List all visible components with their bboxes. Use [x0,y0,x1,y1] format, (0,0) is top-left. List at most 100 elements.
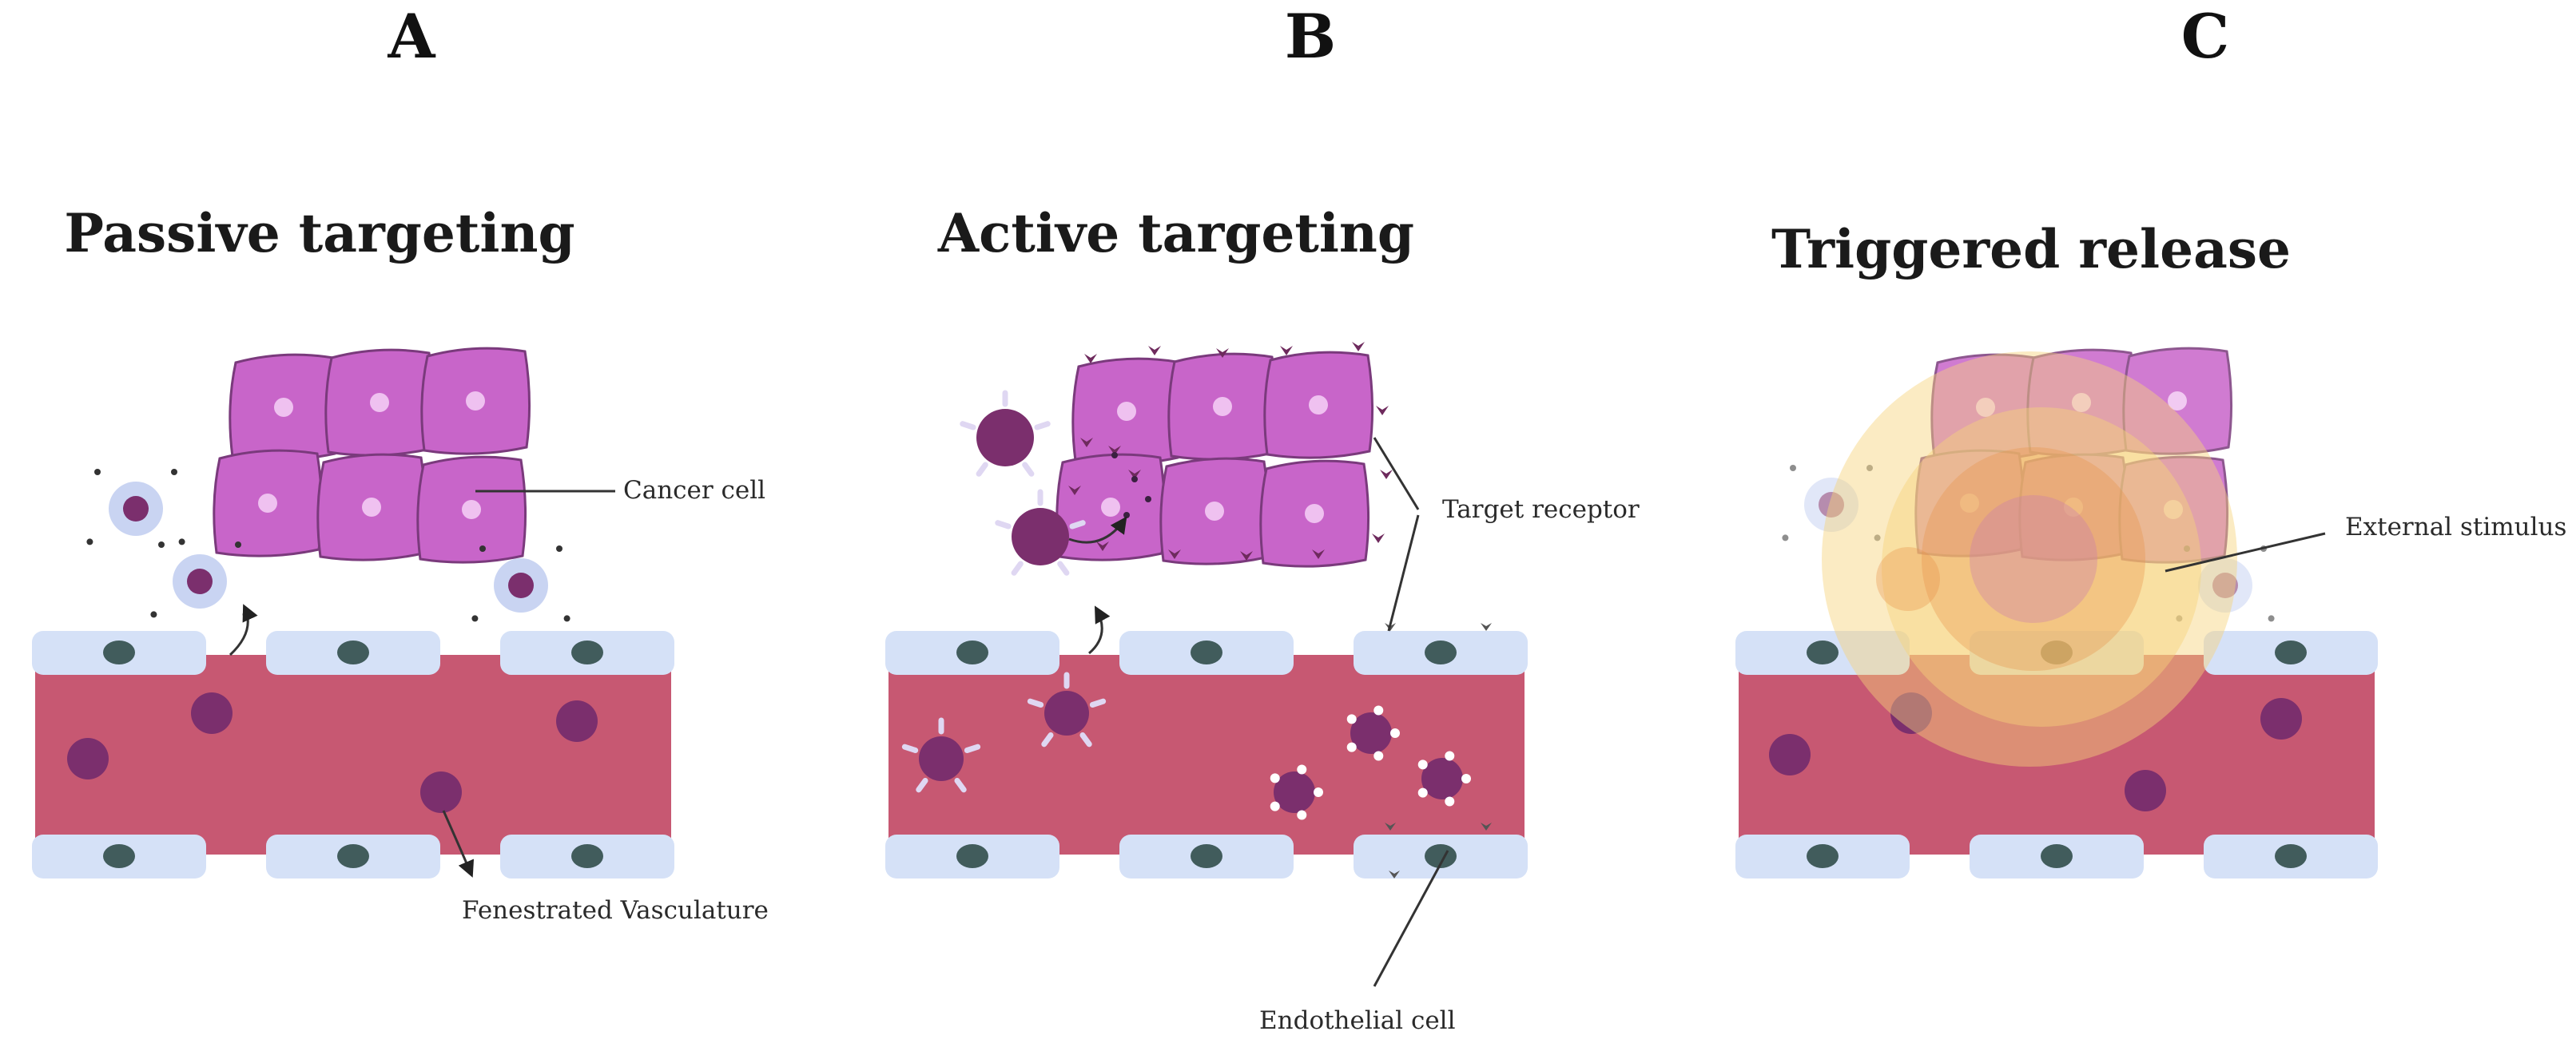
ligand-icon [954,778,967,793]
target-receptor-icon [1168,549,1181,559]
target-receptor-icon [1216,348,1229,358]
endothelial-cell [2204,631,2378,675]
endothelial-nucleus [956,844,988,868]
endothelial-cell [885,631,1059,675]
tumor-cluster-b [1055,342,1393,568]
panel-title-passive: Passive targeting [64,202,574,264]
nanoparticle-core [67,738,109,779]
nanoparticle [1346,705,1400,761]
ligand-bead-icon [1297,810,1307,820]
label-cancer-cell: Cancer cell [623,476,765,505]
ligand-icon [916,778,928,793]
target-receptor-icon [1380,470,1393,479]
nanoparticle [67,738,109,779]
nanoparticle [995,489,1086,576]
nanoparticle-core [1890,692,1932,734]
label-external-stimulus: External stimulus [2345,513,2566,541]
target-receptor-icon [1240,551,1253,561]
extravasation-arrow-a [229,604,258,656]
target-receptor-icon [1128,470,1141,479]
tumors-layer [213,342,2233,568]
nanoparticle [150,541,249,618]
nanoparticle [86,469,185,545]
endothelial-nucleus [337,641,369,664]
nanoparticle-core [1274,771,1315,813]
nanoparticle [1027,672,1107,748]
drug-dot [178,538,185,545]
ligand-bead-icon [1390,728,1400,738]
ligand-bead-icon [1346,742,1357,752]
endothelial-nucleus [1425,844,1457,868]
drug-dot [150,611,157,618]
cancer-cell-nucleus [1309,395,1328,414]
cancer-cell-nucleus [2064,498,2083,517]
panel-letter-b: B [1285,1,1336,72]
ligand-bead-icon [1346,714,1357,724]
drug-dot [2176,615,2183,622]
target-receptor-icon [1376,406,1389,415]
vessel-lumen [888,655,1525,855]
cancer-cell-nucleus [274,398,293,417]
drug-dot [1111,452,1118,458]
endothelial-nucleus [337,844,369,868]
panel-letter-a: A [388,1,436,72]
nanoparticle-core [1819,492,1844,518]
nanoparticle [1769,734,1811,775]
cancer-cell-nucleus [462,500,481,519]
nanoparticle [471,545,570,622]
nanoparticles-layer [67,390,2302,820]
panel-title-triggered: Triggered release [1771,218,2291,280]
drug-dot [1790,465,1796,471]
extravasation-arrow-b [1088,605,1111,655]
endothelial-cell [32,631,206,675]
drug-dot [1123,512,1130,518]
endothelial-nucleus [1425,641,1457,664]
ligand-icon [1027,698,1044,708]
external-stimulus-glow [1822,351,2237,767]
cancer-cell-nucleus [1101,498,1120,517]
endothelial-cell [885,835,1059,879]
target-receptor-icon [1108,446,1121,455]
label-fenestrated-vasculature: Fenestrated Vasculature [462,896,769,925]
drug-dot [563,615,570,622]
target-receptor-icon [1280,346,1293,355]
endothelial-cell [1354,835,1528,879]
nanoparticle-core [420,771,462,813]
endothelial-cell [1735,631,1910,675]
endothelial-nucleus [2041,844,2073,868]
endothelial-nucleus [571,641,603,664]
ligand-icon [964,744,981,753]
nanoparticle [901,717,981,793]
ligand-bead-icon [1417,760,1428,770]
nanoparticle-core [1044,691,1089,736]
endothelial-cell [500,631,674,675]
cancer-cell-nucleus [2164,500,2183,519]
endothelial-nucleus [571,844,603,868]
endothelial-cell [1970,835,2144,879]
endothelial-nucleus [2041,641,2073,664]
endothelial-nucleus [1807,641,1839,664]
drug-dot [2268,615,2275,622]
nanoparticle [556,700,598,742]
endothelial-nucleus [1191,641,1222,664]
nanoparticle [191,692,233,734]
stimulus-core [1970,495,2097,623]
nanoparticle [2125,770,2166,811]
nanoparticle-core [1769,734,1811,775]
cancer-cell-nucleus [362,498,381,517]
nanoparticle-core [187,569,213,594]
stimulus-ring-outer [1822,351,2237,767]
cancer-cell-nucleus [258,494,277,513]
endothelial-nucleus [956,641,988,664]
nanoparticle [1417,751,1471,807]
stimulus-ring-middle [1882,407,2201,727]
ligand-bead-icon [1373,705,1384,716]
ligand-icon [1057,561,1070,576]
endothelial-nucleus [103,641,135,664]
nanoparticle-core [123,496,149,522]
vessel-receptor-icon [1481,823,1492,831]
ligand-bead-icon [1270,801,1280,811]
blood-vessel-b [885,631,1528,879]
drug-dot [479,545,486,552]
